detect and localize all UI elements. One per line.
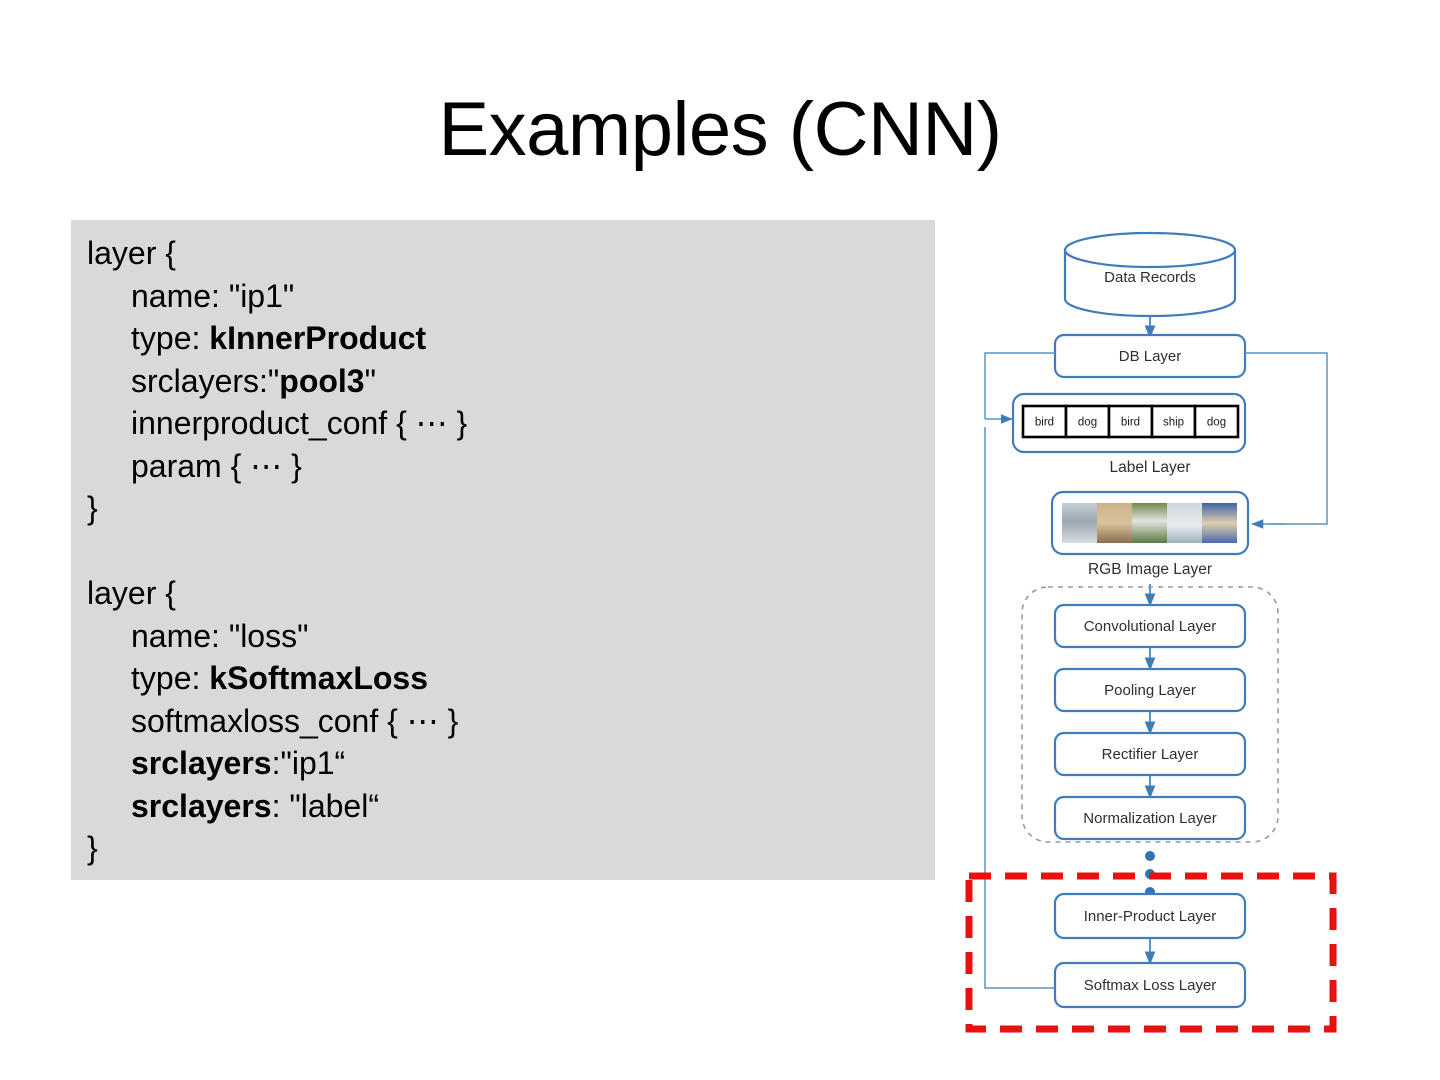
data-records-datastore: Data Records <box>1063 231 1237 318</box>
connector-label-to-softmax <box>984 427 1078 989</box>
label-cell: dog <box>1078 417 1097 429</box>
code-line: layer { <box>87 575 176 611</box>
thumbnail-ship <box>1167 503 1202 543</box>
caption-rgb-image-layer: RGB Image Layer <box>1088 561 1212 578</box>
label-cell: bird <box>1035 417 1054 429</box>
node-softmax-loss-layer[interactable]: Softmax Loss Layer <box>1053 961 1247 1009</box>
code-line: innerproduct_conf { ⋯ } <box>131 405 468 441</box>
code-line: srclayers:"pool3" <box>131 362 376 399</box>
code-line: } <box>87 830 98 866</box>
node-label-pooling-layer: Pooling Layer <box>1104 682 1196 699</box>
node-label-convolutional-layer: Convolutional Layer <box>1084 618 1217 635</box>
code-line: layer { <box>87 235 176 271</box>
code-line: type: kSoftmaxLoss <box>131 660 428 696</box>
connector-db-to-rgb-image-layer <box>1245 352 1328 525</box>
code-line: softmaxloss_conf { ⋯ } <box>131 702 459 739</box>
node-label-db-layer: DB Layer <box>1119 348 1182 365</box>
data-records-label: Data Records <box>1104 269 1196 286</box>
node-normalization-layer[interactable]: Normalization Layer <box>1053 795 1247 841</box>
node-db-layer[interactable]: DB Layer <box>1053 333 1247 379</box>
label-cell: bird <box>1121 417 1140 429</box>
node-inner-product-layer[interactable]: Inner-Product Layer <box>1053 892 1247 940</box>
thumbnail-dog <box>1097 503 1132 543</box>
code-block-ip1: layer { name: "ip1" type: kInnerProduct … <box>87 232 935 530</box>
thumbnail-bird <box>1132 503 1167 543</box>
caption-label-layer: Label Layer <box>1109 459 1190 476</box>
thumbnail-dog <box>1202 503 1237 543</box>
thumbnail-bird <box>1062 503 1097 543</box>
code-line: param { ⋯ } <box>131 447 302 484</box>
connector-db-left-trunk <box>984 352 1055 419</box>
node-label-layer[interactable]: bird dog bird ship dog Label Layer <box>1011 392 1247 476</box>
node-rgb-image-layer[interactable]: RGB Image Layer <box>1050 490 1250 578</box>
code-line: srclayers: "label“ <box>131 787 379 824</box>
node-label-inner-product-layer: Inner-Product Layer <box>1084 908 1217 925</box>
code-line: srclayers:"ip1“ <box>131 745 346 781</box>
node-label-softmax-loss-layer: Softmax Loss Layer <box>1084 977 1217 994</box>
node-label-normalization-layer: Normalization Layer <box>1083 810 1216 827</box>
node-pooling-layer[interactable]: Pooling Layer <box>1053 667 1247 713</box>
cnn-architecture-diagram: Data Records DB Layer bird dog bird ship… <box>955 222 1355 1042</box>
rgb-thumbnails <box>1062 503 1237 543</box>
code-line: } <box>87 490 98 526</box>
code-line: name: "loss" <box>131 617 309 654</box>
label-cell: ship <box>1163 417 1184 429</box>
node-rectifier-layer[interactable]: Rectifier Layer <box>1053 731 1247 777</box>
code-line: type: kInnerProduct <box>131 320 427 356</box>
node-label-rectifier-layer: Rectifier Layer <box>1102 746 1199 763</box>
label-cells: bird dog bird ship dog <box>1021 404 1240 439</box>
code-line: name: "ip1" <box>131 277 295 314</box>
page-title: Examples (CNN) <box>438 87 1002 172</box>
highlight-group-loss-stack <box>965 872 1337 1033</box>
code-panel: layer { name: "ip1" type: kInnerProduct … <box>71 220 935 880</box>
feature-extraction-group <box>1021 586 1279 843</box>
label-cell: dog <box>1207 417 1226 429</box>
code-block-loss: layer { name: "loss" type: kSoftmaxLoss … <box>87 572 935 870</box>
code-blank-line <box>87 530 935 573</box>
node-convolutional-layer[interactable]: Convolutional Layer <box>1053 603 1247 649</box>
